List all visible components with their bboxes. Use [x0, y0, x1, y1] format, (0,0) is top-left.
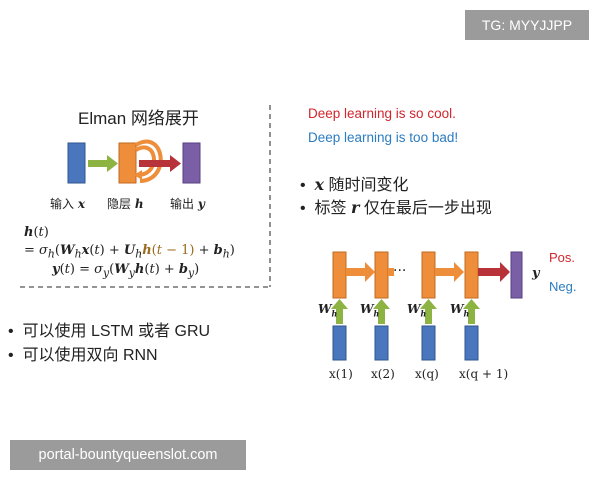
input-label-4: x(q + 1) — [459, 367, 509, 381]
equation-line-2: = σh(Whx(t) + Uhh(t − 1) + bh) — [24, 243, 235, 261]
right-bullet-2: • 标签 r 仅在最后一步出现 — [300, 198, 492, 217]
left-bullet-1: • 可以使用 LSTM 或者 GRU — [8, 323, 211, 340]
input-label-1: x(1) — [329, 367, 353, 381]
elman-output-label: 输出 y — [170, 197, 205, 211]
portal-badge[interactable]: portal-bountyqueenslot.com — [10, 440, 246, 470]
weight-label-4: Wh — [450, 302, 470, 319]
equation-line-3: y(t) = σy(Wyh(t) + by) — [52, 262, 200, 280]
input-label-3: x(q) — [415, 367, 439, 381]
rnn-output-label: y — [532, 266, 540, 281]
rnn-hidden-1 — [332, 251, 347, 299]
rnn-recurrent-arrow-1 — [346, 262, 375, 282]
rnn-hidden-2 — [374, 251, 389, 299]
rnn-input-arrow-4 — [463, 299, 480, 324]
elman-hidden-label: 隐层 h — [107, 197, 144, 211]
rnn-input-arrow-1 — [331, 299, 348, 324]
equation-line-1: h(t) — [24, 225, 49, 240]
rnn-input-2 — [374, 325, 389, 361]
weight-label-2: Wh — [360, 302, 380, 319]
rnn-input-arrow-2 — [373, 299, 390, 324]
rnn-hidden-4 — [464, 251, 479, 299]
rnn-recurrent-arrow-3 — [435, 262, 464, 282]
rnn-input-4 — [464, 325, 479, 361]
neg-label: Neg. — [549, 279, 577, 294]
tg-badge: TG: MYYJJPP — [465, 10, 589, 40]
input-label-2: x(2) — [371, 367, 395, 381]
elman-title: Elman 网络展开 — [78, 109, 199, 128]
rnn-input-3 — [421, 325, 436, 361]
elman-recurrent-loop — [134, 139, 163, 183]
elman-input-label: 输入 x — [50, 197, 85, 211]
elman-input-arrow — [88, 155, 118, 172]
right-bullet-1: • x 随时间变化 — [300, 175, 409, 194]
weight-label-1: Wh — [318, 302, 338, 319]
left-bullet-2: • 可以使用双向 RNN — [8, 347, 158, 364]
rnn-input-1 — [332, 325, 347, 361]
positive-example: Deep learning is so cool. — [308, 106, 456, 121]
rnn-hidden-3 — [421, 251, 436, 299]
rnn-recurrent-arrow-2 — [388, 268, 394, 276]
negative-example: Deep learning is too bad! — [308, 130, 459, 145]
rnn-output-block — [510, 251, 523, 299]
rnn-ellipsis: ··· — [393, 263, 407, 279]
rnn-output-arrow — [478, 262, 510, 282]
elman-input-block — [67, 142, 86, 184]
elman-hidden-block — [118, 142, 137, 184]
elman-output-arrow — [139, 155, 181, 172]
pos-label: Pos. — [549, 250, 576, 265]
elman-loop-arrowhead — [134, 170, 142, 180]
rnn-input-arrow-3 — [420, 299, 437, 324]
elman-output-block — [182, 142, 201, 184]
weight-label-3: Wh — [407, 302, 427, 319]
